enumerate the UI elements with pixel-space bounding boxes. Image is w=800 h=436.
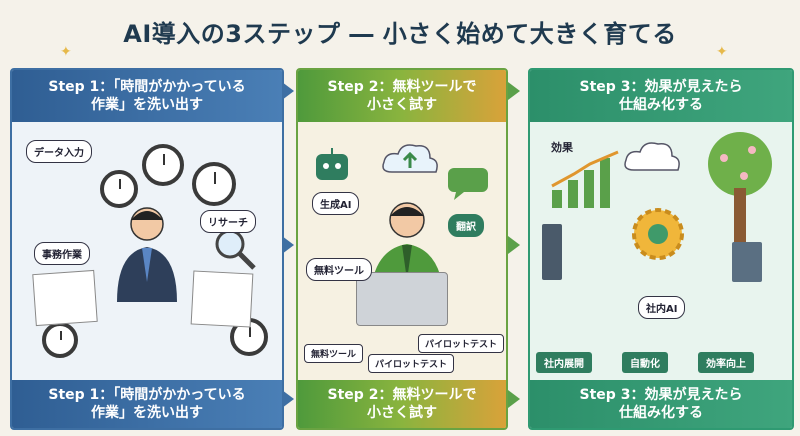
step1-bottom-line1: Step 1：「時間がかかっている [48,387,246,403]
callout-generative-ai: 生成AI [312,192,360,215]
label-pilot-test-right: パイロットテスト [418,334,505,353]
step2-bottom-line1: Step 2：無料ツールで [327,387,477,403]
arrow-right-icon [508,236,520,254]
worried-worker-icon [117,207,177,302]
step2-top-line1: Step 2：無料ツールで [327,79,477,95]
callout-data-entry: データ入力 [26,140,92,163]
step3-bottom-banner: Step 3：効果が見えたら仕組み化する [530,380,792,428]
center-label-company-ai: 社内AI [638,296,686,319]
cloud-network-icon [624,142,680,171]
server-icon [542,224,562,280]
callout-free-tool: 無料ツール [306,258,372,281]
step3-top-banner: Step 3：効果が見えたら仕組み化する [530,70,792,122]
clock-icon [100,170,138,208]
step2-illustration: 生成AI 無料ツール 翻訳 無料ツール パイロットテスト パイロットテスト [298,122,506,380]
server-icon [732,242,762,282]
step2-bottom-line2: 小さく試す [366,405,437,421]
paper-stack [32,269,98,327]
chip-automation: 自動化 [622,352,668,373]
page-title: AI導入の3ステップ ― 小さく始めて大きく育てる [123,20,677,48]
bar-chart-icon [551,150,619,208]
callout-research: リサーチ [200,210,256,233]
step1-bottom-line2: 作業」を洗い出す [91,405,203,421]
gear-icon [632,208,684,260]
paper-stack [190,270,254,328]
arrow-right-icon [508,390,520,408]
step1-top-banner: Step 1：「時間がかかっている作業」を洗い出す [12,70,282,122]
step1-illustration: データ入力 リサーチ 事務作業 [12,122,282,380]
arrow-right-icon [282,390,294,408]
step1-top-line1: Step 1：「時間がかかっている [48,79,246,95]
step2-bottom-banner: Step 2：無料ツールで小さく試す [298,380,506,428]
clock-icon [142,144,184,186]
chip-company-rollout: 社内展開 [536,352,592,373]
step3-bottom-line2: 仕組み化する [618,405,703,421]
growing-tree-icon [708,132,772,244]
arrow-right-icon [282,82,294,100]
step3-illustration: 効果 社内AI 社内展開 自動化 効率向上 [530,122,792,380]
clock-icon [42,322,78,358]
label-pilot-test-left: パイロットテスト [368,354,455,373]
step3-bottom-line1: Step 3：効果が見えたら [579,387,743,403]
arrow-right-icon [508,82,520,100]
label-free-tool: 無料ツール [304,344,364,363]
arrow-right-icon [282,236,294,254]
step2-top-line2: 小さく試す [366,97,437,113]
step2-top-banner: Step 2：無料ツールで小さく試す [298,70,506,122]
chip-efficiency: 効率向上 [698,352,754,373]
step1-top-line2: 作業」を洗い出す [91,97,203,113]
callout-translate: 翻訳 [448,214,484,237]
stopwatch-icon [192,162,236,206]
callout-office-work: 事務作業 [34,242,90,265]
robot-icon [316,148,348,180]
step3-top-line2: 仕組み化する [618,97,703,113]
step3-top-line1: Step 3：効果が見えたら [579,79,743,95]
sparkle-icon: ✦ [60,44,72,60]
sparkle-icon: ✦ [716,44,728,60]
step1-bottom-banner: Step 1：「時間がかかっている作業」を洗い出す [12,380,282,428]
effect-label: 効果 [551,141,573,154]
chat-icon [448,168,488,200]
step2-panel: Step 2：無料ツールで小さく試す 生成AI 無料ツール 翻訳 無料ツール パ… [296,68,508,430]
step3-panel: Step 3：効果が見えたら仕組み化する 効果 社内AI 社内 [528,68,794,430]
step1-panel: Step 1：「時間がかかっている作業」を洗い出す データ入力 リサーチ 事務作… [10,68,284,430]
cloud-upload-icon [382,144,438,173]
laptop [356,272,448,326]
